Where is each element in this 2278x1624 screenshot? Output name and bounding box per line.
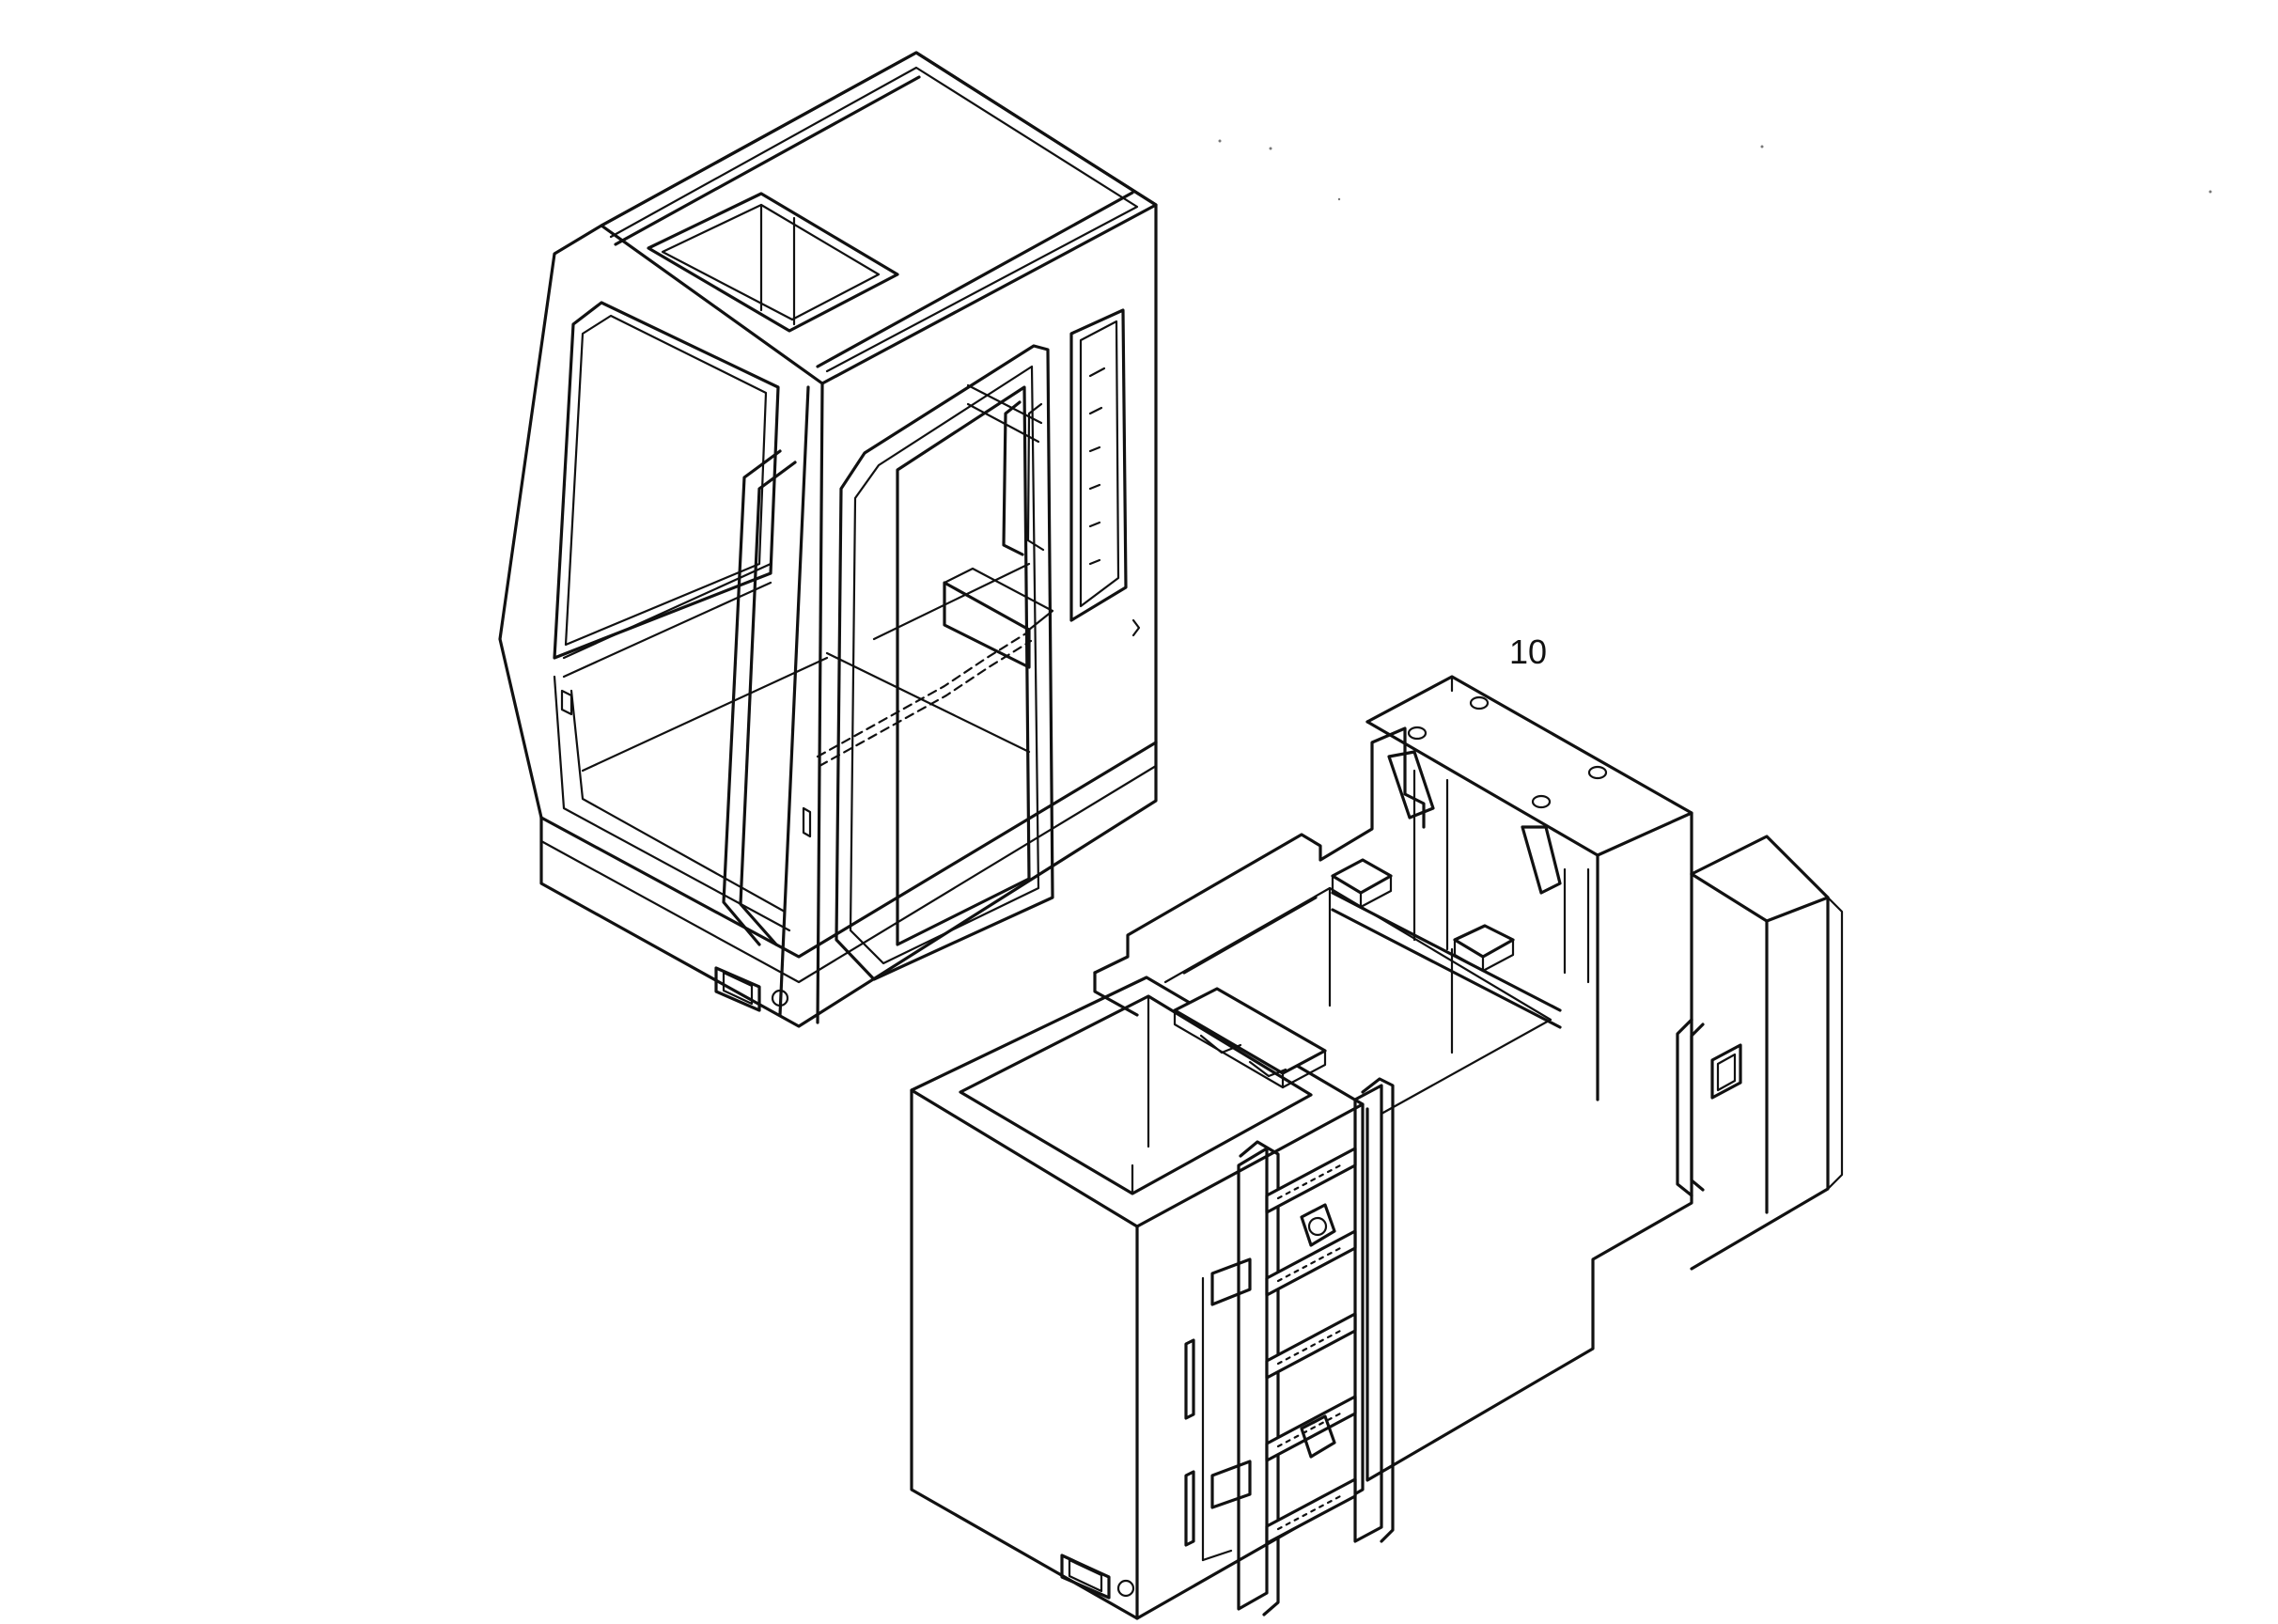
callout-10: 10 (1509, 632, 1547, 671)
operator-cab (498, 51, 1158, 1028)
access-ladder (1237, 1077, 1395, 1616)
base-frame-assembly (910, 675, 1844, 1620)
scan-specks (1218, 139, 2212, 201)
callout-label: 10 (1509, 632, 1547, 671)
